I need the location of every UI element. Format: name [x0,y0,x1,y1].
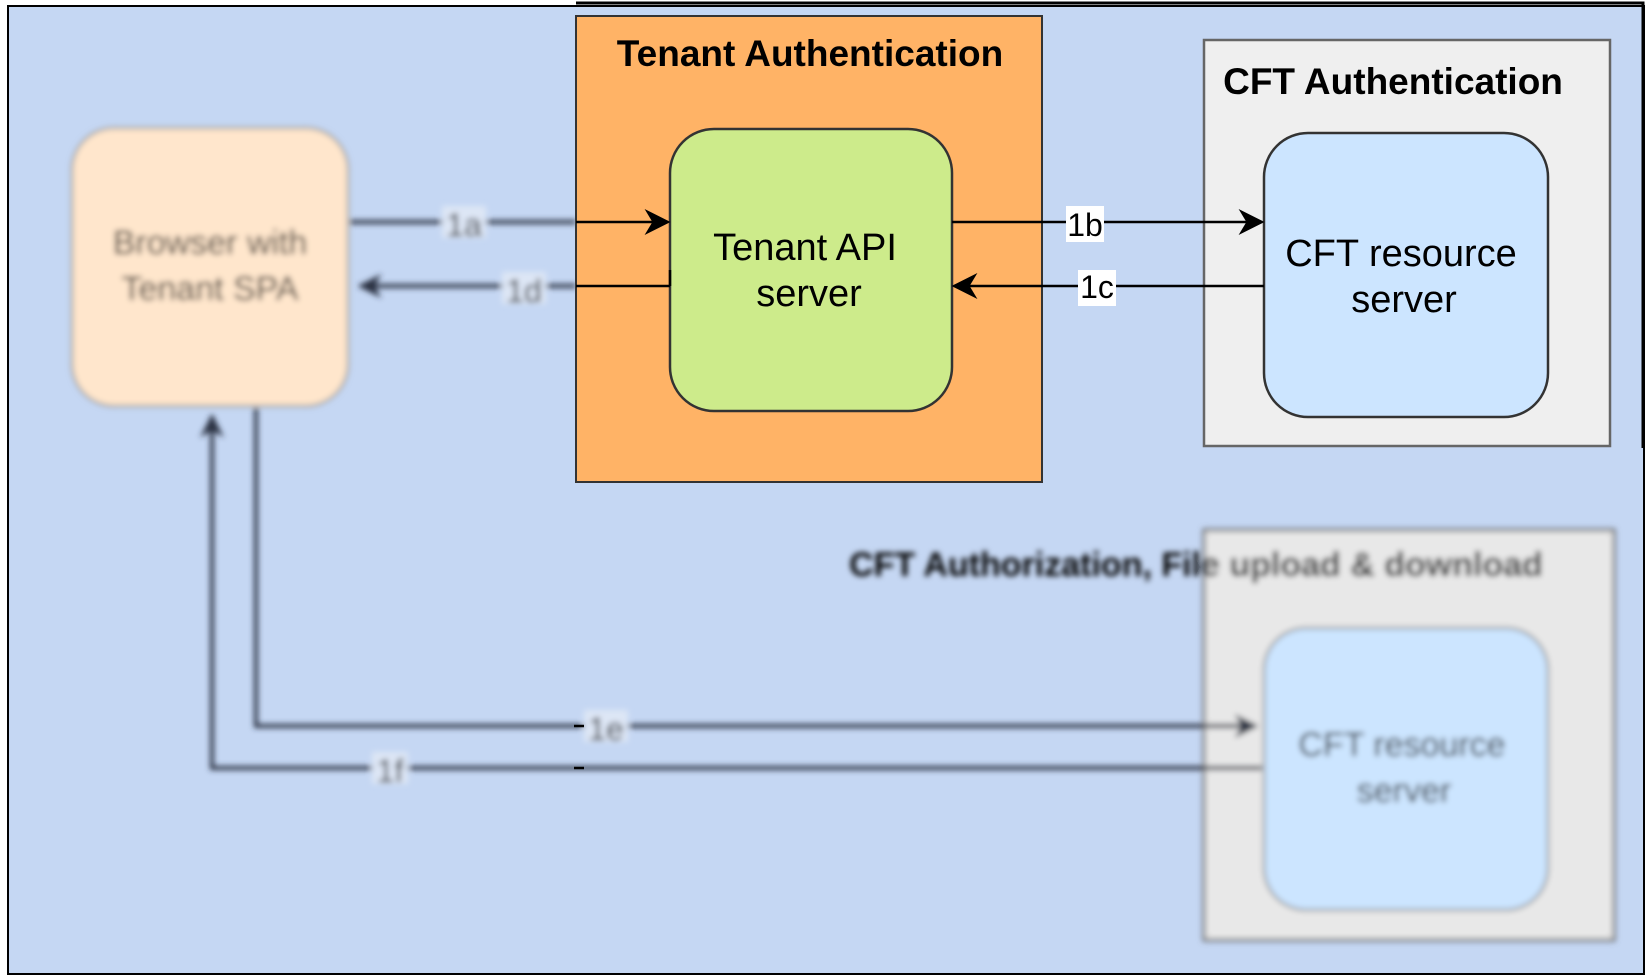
tenant-api-server-label-line2: server [756,273,862,315]
edge-1e-line [254,408,1259,738]
edge-1d-label: 1d [506,273,542,309]
edge-1a-label: 1a [446,207,482,243]
edge-1e-label: 1e [588,711,624,747]
cft-resource-server-bottom-label-line1: CFT resource [1298,726,1505,764]
edge-1f-label: 1f [377,753,404,789]
cft-authentication-title: CFT Authentication [1223,61,1563,102]
canvas-border-sharp [576,1,1645,448]
cft-resource-server-bottom-label-line2: server [1357,772,1451,810]
blurred-region: Browser with Tenant SPA 1a 1d CFT Author… [71,127,1616,942]
cft-authorization-group-title: CFT Authorization, File upload & downloa… [849,546,1543,584]
edge-1e-label-bg [584,710,628,742]
edge-1c-label: 1c [1080,269,1114,305]
browser-node-label-line2: Tenant SPA [121,270,298,308]
cft-resource-server-bottom-node [1263,627,1549,911]
browser-node [71,127,349,407]
edge-1c-label-bg [1078,270,1116,306]
cft-resource-server-top-node [1262,131,1550,419]
browser-node-label-line1: Browser with [113,224,308,262]
edge-1a-label-bg [442,206,486,238]
edge-1f-label-bg [372,752,408,784]
tenant-api-server-label-line1: Tenant API [713,227,897,269]
edge-1f-line [200,413,1262,770]
tenant-api-server-node [668,127,954,413]
cft-resource-server-top-label-line1: CFT resource [1285,233,1517,275]
edge-1b-label-bg [1066,206,1104,242]
edge-1d-label-bg [502,272,546,304]
edge-1b-label: 1b [1067,207,1103,243]
tenant-authentication-title: Tenant Authentication [617,33,1003,74]
cft-resource-server-top-label-line2: server [1351,279,1457,321]
